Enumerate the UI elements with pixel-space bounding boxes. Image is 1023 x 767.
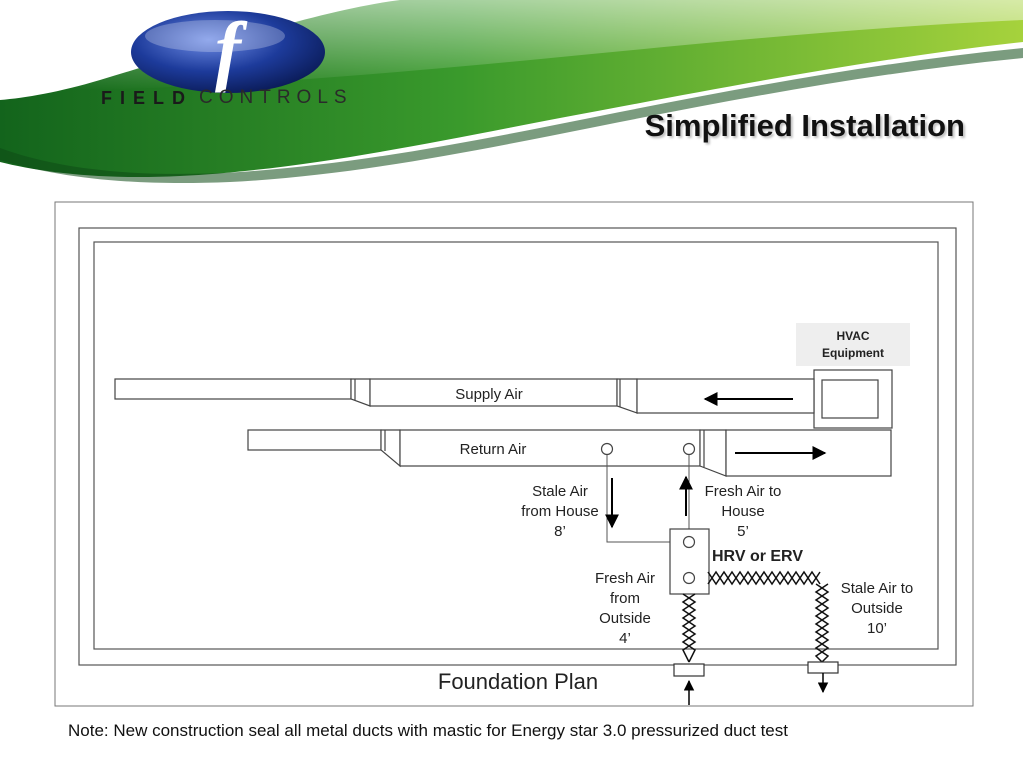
unit-port-top: [682, 535, 696, 549]
fresh-air-wall-cap: [673, 663, 705, 677]
stale-from-house-label: Stale Air from House 8’: [521, 483, 599, 540]
svg-text:from: from: [610, 590, 640, 607]
stale-air-line: [606, 455, 683, 543]
stale-air-port: [600, 442, 614, 456]
logo-oval: [131, 11, 325, 93]
slide-title: Simplified Installation: [644, 108, 965, 143]
flex-duct-outside-stale: [707, 570, 830, 663]
unit-port-bottom: [682, 571, 696, 585]
hvac-label-line1: HVAC: [836, 329, 869, 343]
brand-name-bold: FIELD: [101, 88, 193, 108]
svg-text:House: House: [721, 503, 764, 520]
return-duct: [247, 429, 892, 477]
hrv-erv-label: HRV or ERV: [712, 548, 803, 565]
header-banner: f: [0, 0, 1023, 184]
fresh-from-outside-label: Fresh Air from Outside 4’: [595, 570, 655, 647]
svg-text:Fresh Air: Fresh Air: [595, 570, 655, 587]
supply-duct: [114, 378, 815, 414]
svg-text:4’: 4’: [619, 630, 631, 647]
svg-text:8’: 8’: [554, 523, 566, 540]
svg-text:Stale Air to: Stale Air to: [841, 580, 914, 597]
flex-duct-outside-fresh: [681, 593, 697, 663]
svg-text:Outside: Outside: [851, 600, 903, 617]
svg-text:Outside: Outside: [599, 610, 651, 627]
svg-text:from House: from House: [521, 503, 599, 520]
svg-text:Fresh Air to: Fresh Air to: [705, 483, 782, 500]
fresh-air-port: [682, 442, 696, 456]
installation-note: Note: New construction seal all metal du…: [68, 721, 788, 740]
hvac-label-box: [796, 323, 910, 366]
supply-air-label: Supply Air: [455, 386, 523, 403]
svg-text:Stale Air: Stale Air: [532, 483, 588, 500]
stale-to-outside-label: Stale Air to Outside 10’: [841, 580, 914, 637]
hvac-label-line2: Equipment: [822, 346, 884, 360]
svg-text:10’: 10’: [867, 620, 887, 637]
foundation-plan-label: Foundation Plan: [438, 669, 598, 694]
foundation-inner-wall: [93, 241, 939, 650]
fresh-to-house-label: Fresh Air to House 5’: [705, 483, 782, 540]
return-air-label: Return Air: [460, 441, 527, 458]
brand-name-light: CONTROLS: [199, 87, 353, 108]
stale-air-wall-cap: [807, 661, 839, 674]
foundation-outer-wall: [78, 227, 957, 666]
hvac-equipment: [813, 369, 893, 429]
svg-text:5’: 5’: [737, 523, 749, 540]
